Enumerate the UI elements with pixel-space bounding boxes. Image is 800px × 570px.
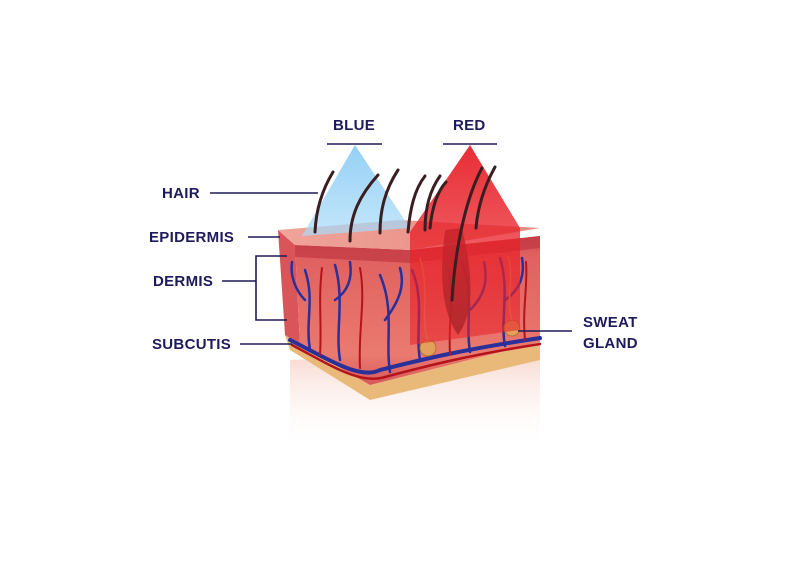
left-face [278, 230, 300, 345]
hair-label: HAIR [162, 185, 200, 202]
sweat-gland-label: SWEAT GLAND [583, 312, 638, 354]
dermis-bracket [255, 255, 287, 321]
hairs [313, 165, 497, 302]
epidermis-label: EPIDERMIS [149, 229, 235, 246]
dermis-label: DERMIS [153, 273, 214, 290]
red-light-beam [410, 145, 520, 345]
sweat-gland-label-line2: GLAND [583, 335, 638, 352]
blue-light-label: BLUE [333, 117, 376, 134]
blue-light-beam [302, 145, 410, 236]
sweat-gland-label-line1: SWEAT [583, 314, 638, 331]
red-light-label: RED [453, 117, 486, 134]
subcutis-label: SUBCUTIS [152, 336, 232, 353]
subcutis-layer [285, 335, 540, 400]
